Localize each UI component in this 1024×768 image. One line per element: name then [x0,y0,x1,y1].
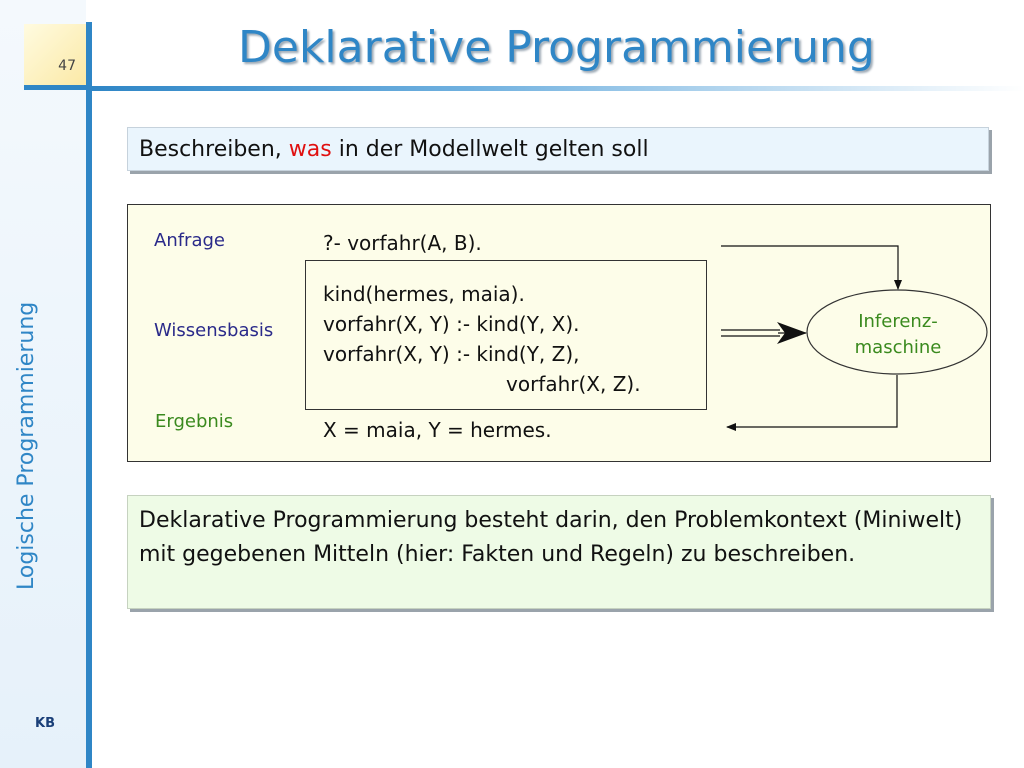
knowledge-base-label: Wissensbasis [154,320,274,341]
conclusion-box: Deklarative Programmierung besteht darin… [127,495,991,609]
slide-title: Deklarative Programmierung [238,22,875,73]
result-label: Ergebnis [155,411,234,432]
result-text: X = maia, Y = hermes. [323,418,552,442]
knowledge-base-box [305,260,707,410]
diagram-arrows [721,245,988,431]
kb-line-2: vorfahr(X, Y) :- kind(Y, X). [323,312,580,336]
kb-line-1: kind(hermes, maia). [323,282,525,306]
result-arrow [726,375,898,431]
page-number: 47 [58,58,76,74]
conclusion-text: Deklarative Programmierung besteht darin… [139,508,963,567]
query-text: ?- vorfahr(A, B). [323,231,482,255]
footer-label: KB [35,716,55,731]
kb-line-3: vorfahr(X, Y) :- kind(Y, Z), [323,342,580,366]
page-number-box: 47 [24,24,86,90]
intro-highlight: was [288,137,332,162]
inference-diagram: Anfrage Wissensbasis Ergebnis ?- vorfahr… [127,204,991,462]
intro-box: Beschreiben, was in der Modellwelt gelte… [127,127,989,171]
intro-suffix: in der Modellwelt gelten soll [331,137,649,162]
inference-engine-label: Inferenz- maschine [823,309,973,361]
engine-line-2: maschine [854,337,942,358]
kb-line-4: vorfahr(X, Z). [506,372,641,396]
engine-line-1: Inferenz- [858,311,938,332]
query-arrow [721,245,902,290]
inference-engine-ellipse [806,289,988,375]
vertical-course-title: Logische Programmierung [14,301,39,590]
query-label: Anfrage [154,230,225,251]
header-rule [92,86,1024,91]
sidebar [0,0,86,768]
intro-prefix: Beschreiben, [139,137,289,162]
sidebar-divider [86,22,92,768]
